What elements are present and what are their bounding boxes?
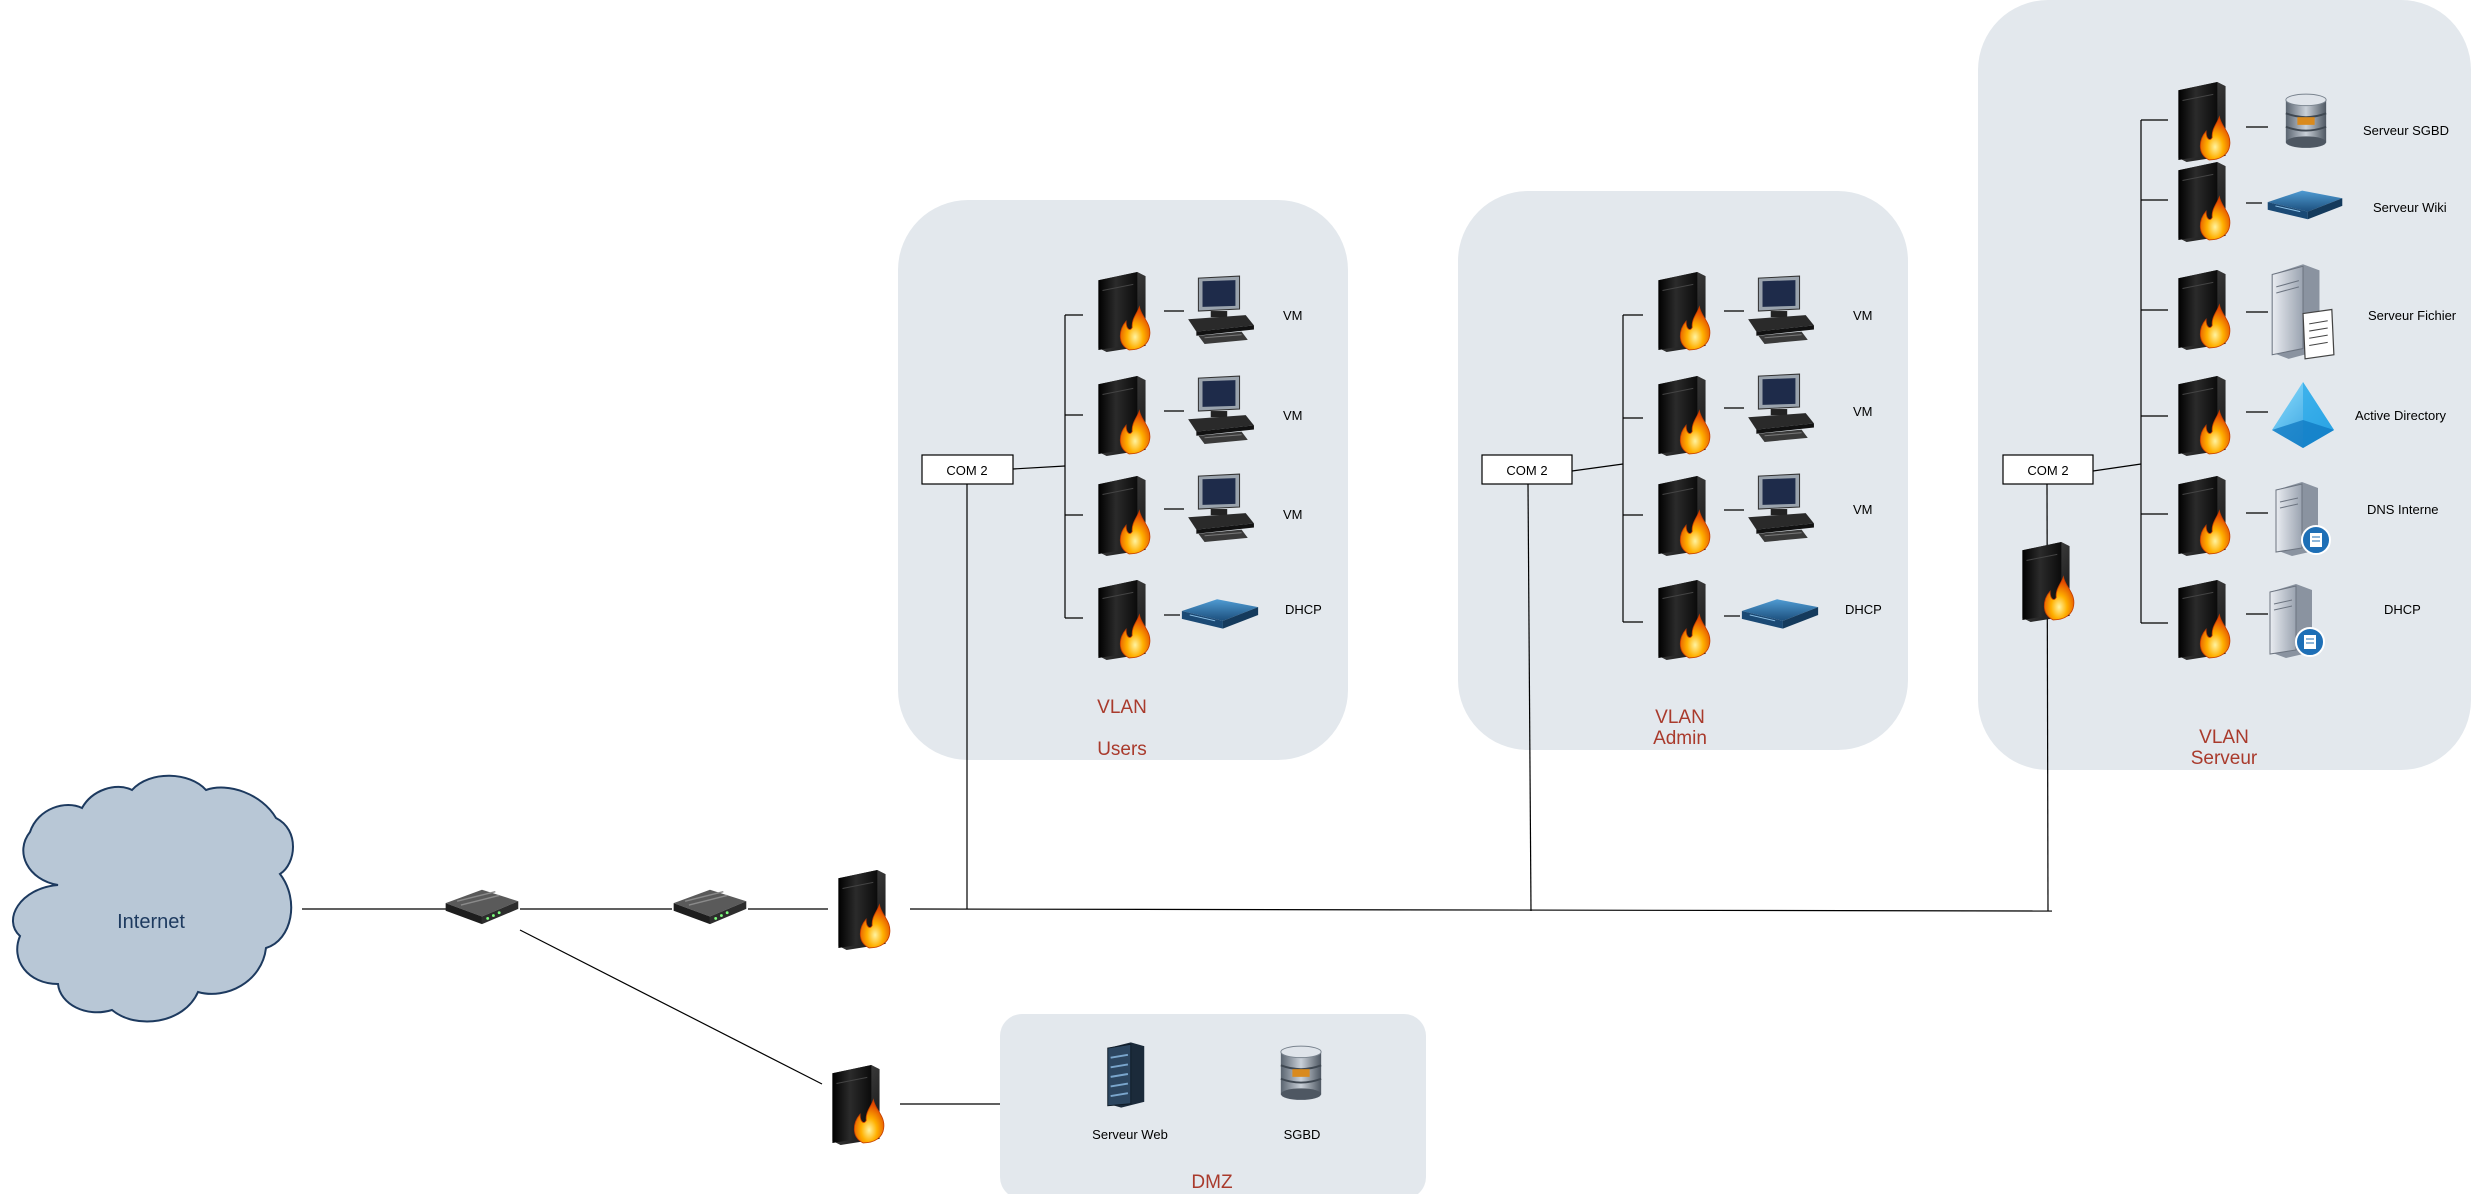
dmz-item-label: Serveur Web (1092, 1127, 1168, 1142)
endpoint-label: DNS Interne (2367, 502, 2439, 517)
firewall-icon (2177, 375, 2231, 456)
endpoint-label: Serveur Fichier (2368, 308, 2457, 323)
endpoint-label: VM (1283, 408, 1303, 423)
vlan-subtitle: Admin (1653, 728, 1707, 749)
firewall-icon (2177, 579, 2231, 660)
endpoint-label: VM (1853, 502, 1873, 517)
firewall-icon (1657, 271, 1711, 352)
dmz-zone (1000, 1014, 1426, 1194)
internet-cloud: Internet (12, 774, 294, 1023)
com-box (921, 454, 1014, 485)
firewall-icon (1097, 375, 1151, 456)
dmz-item-label: SGBD (1284, 1127, 1321, 1142)
vlan-subtitle: Users (1097, 739, 1147, 760)
connection-lines (302, 119, 2268, 1105)
com-label: COM 2 (946, 463, 987, 478)
endpoint-label: DHCP (1285, 602, 1322, 617)
server-rack-icon (1106, 1041, 1146, 1108)
endpoint-label: Serveur Wiki (2373, 200, 2447, 215)
endpoint-label: Active Directory (2355, 408, 2447, 423)
endpoint-label: VM (1853, 404, 1873, 419)
vlan-title: VLAN (2199, 727, 2249, 748)
firewall-icon (2177, 81, 2231, 162)
database-icon (2284, 93, 2328, 149)
firewall-icon (1657, 375, 1711, 456)
endpoint-label: VM (1283, 308, 1303, 323)
endpoint-label: Serveur SGBD (2363, 123, 2449, 138)
endpoint-label: VM (1283, 507, 1303, 522)
endpoint-label: VM (1853, 308, 1873, 323)
firewall-icon (2177, 161, 2231, 242)
com-label: COM 2 (2027, 463, 2068, 478)
com-box (2002, 454, 2094, 485)
firewall-icon (1097, 271, 1151, 352)
firewall-icon (837, 869, 891, 950)
com-box (1481, 454, 1573, 485)
vlan-subtitle: Serveur (2191, 748, 2258, 769)
firewall-icon (2177, 269, 2231, 350)
internet-label: Internet (117, 911, 185, 933)
database-icon (1279, 1045, 1323, 1101)
dmz: Serveur Web SGBD DMZ (1092, 1041, 1323, 1193)
firewall-icon (2021, 541, 2075, 622)
modem-icon (672, 888, 748, 925)
vlan-admin: COM 2 VM VM VM DHCP VLAN Admin (1481, 271, 1882, 749)
vlan-users: COM 2 VM VM VM DHCP VLAN Users (921, 271, 1322, 760)
firewall-icon (831, 1064, 885, 1145)
com-label: COM 2 (1506, 463, 1547, 478)
firewall-icon (1657, 579, 1711, 660)
dmz-title: DMZ (1191, 1172, 1233, 1193)
firewall-icon (1097, 579, 1151, 660)
vlan-title: VLAN (1097, 697, 1147, 718)
endpoint-label: DHCP (1845, 602, 1882, 617)
firewall-icon (1657, 475, 1711, 556)
vlan-title: VLAN (1655, 707, 1705, 728)
firewall-icon (2177, 475, 2231, 556)
firewall-icon (1097, 475, 1151, 556)
vlan-serveur: COM 2 Serveur SGBD Serveur Wiki Serveur … (2002, 81, 2457, 769)
endpoint-label: DHCP (2384, 602, 2421, 617)
modem-icon (444, 888, 520, 925)
